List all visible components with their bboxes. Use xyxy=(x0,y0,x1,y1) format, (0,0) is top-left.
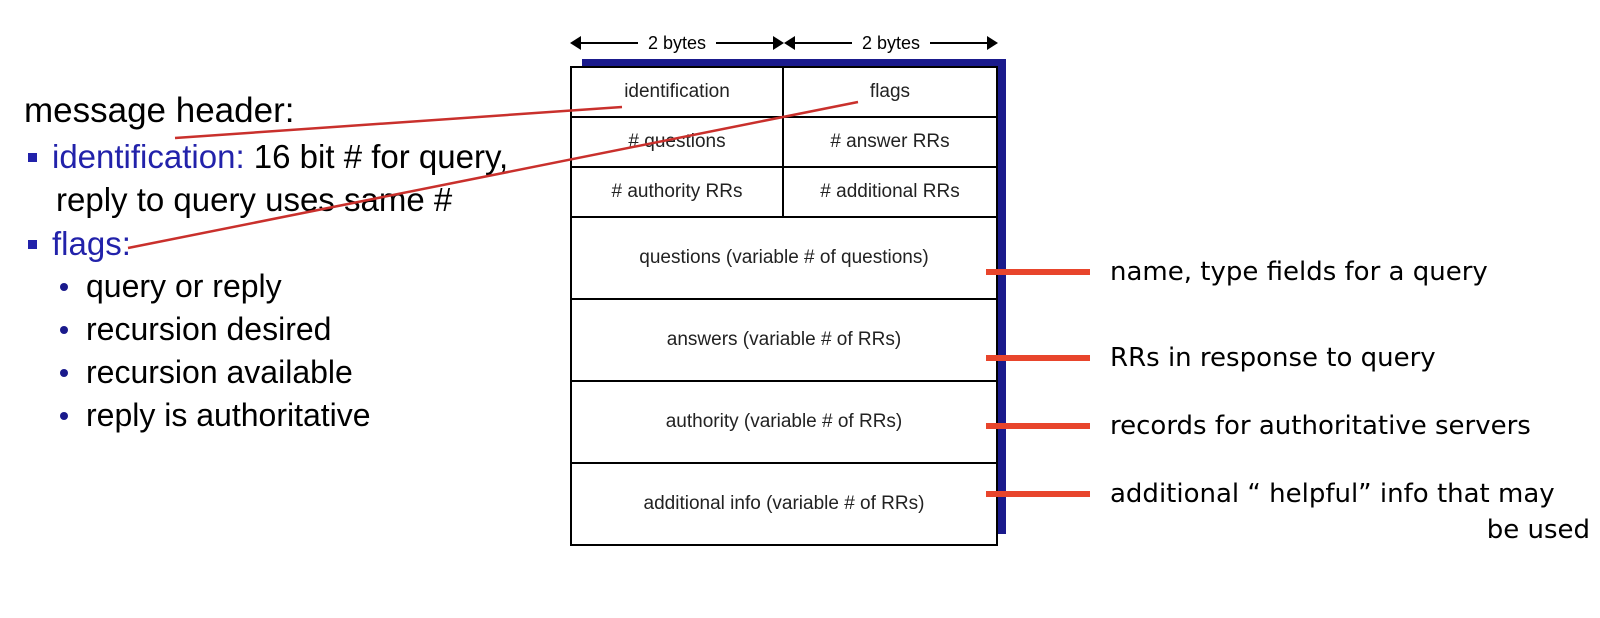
connector-line xyxy=(986,269,1090,275)
connector-line xyxy=(986,491,1090,497)
cell-num-questions: # questions xyxy=(572,118,784,166)
bullet-keyword: identification: xyxy=(52,138,245,175)
byte-scale-segment-left: 2 bytes xyxy=(570,28,784,58)
annotation-questions: name, type fields for a query xyxy=(986,254,1600,290)
connector-line xyxy=(986,423,1090,429)
sub-bullet-recursion-desired: recursion desired xyxy=(24,308,544,351)
sub-bullet-reply-is-authoritative: reply is authoritative xyxy=(24,394,544,437)
annotation-authority: records for authoritative servers xyxy=(986,408,1600,444)
sub-bullet-label: recursion available xyxy=(86,354,353,390)
cell-authority-section: authority (variable # of RRs) xyxy=(665,411,903,432)
round-bullet-icon xyxy=(60,412,68,420)
bullet-keyword: flags: xyxy=(52,225,131,262)
table-row-header-1: identification flags xyxy=(572,68,996,118)
table-row-header-2: # questions # answer RRs xyxy=(572,118,996,168)
bullet-flags: flags: xyxy=(24,222,544,265)
annotation-text: RRs in response to query xyxy=(1110,343,1436,373)
table-row-additional: additional info (variable # of RRs) xyxy=(572,464,996,544)
byte-scale-label: 2 bytes xyxy=(852,28,930,58)
annotation-text: additional “ helpful” info that may xyxy=(1110,479,1555,509)
cell-num-answer-rrs: # answer RRs xyxy=(830,131,950,152)
annotation-answers: RRs in response to query xyxy=(986,340,1600,376)
arrow-left-icon xyxy=(784,36,795,50)
bullet-text: 16 bit # for query, xyxy=(244,138,509,175)
arrow-right-icon xyxy=(987,36,998,50)
arrow-right-icon xyxy=(773,36,784,50)
table-shadow-right xyxy=(996,59,1006,534)
annotation-text: records for authoritative servers xyxy=(1110,411,1531,441)
sub-bullet-label: reply is authoritative xyxy=(86,397,371,433)
bullet-continuation: reply to query uses same # xyxy=(56,181,453,218)
byte-scale-label: 2 bytes xyxy=(638,28,716,58)
table-row-answers: answers (variable # of RRs) xyxy=(572,300,996,382)
round-bullet-icon xyxy=(60,326,68,334)
table-row-authority: authority (variable # of RRs) xyxy=(572,382,996,464)
square-bullet-icon xyxy=(28,153,37,162)
cell-answers-section: answers (variable # of RRs) xyxy=(666,329,902,350)
table-row-header-3: # authority RRs # additional RRs xyxy=(572,168,996,218)
page-title: message header: xyxy=(24,91,295,130)
annotation-additional-info: additional “ helpful” info that may be u… xyxy=(986,476,1600,548)
sub-bullet-recursion-available: recursion available xyxy=(24,351,544,394)
cell-identification: identification xyxy=(572,68,784,116)
table-shadow-top xyxy=(582,59,1006,69)
table-row-questions: questions (variable # of questions) xyxy=(572,218,996,300)
left-text-panel: message header: identification: 16 bit #… xyxy=(24,88,544,437)
annotation-text-line2: be used xyxy=(1486,515,1590,545)
round-bullet-icon xyxy=(60,369,68,377)
square-bullet-icon xyxy=(28,240,37,249)
round-bullet-icon xyxy=(60,283,68,291)
cell-flags: flags xyxy=(869,81,911,102)
cell-additional-info-section: additional info (variable # of RRs) xyxy=(643,493,925,514)
dns-message-table: identification flags # questions # answe… xyxy=(570,66,998,546)
connector-line xyxy=(986,355,1090,361)
annotation-text: name, type fields for a query xyxy=(1110,257,1488,287)
cell-questions-section: questions (variable # of questions) xyxy=(639,247,929,268)
byte-scale-ruler: 2 bytes 2 bytes xyxy=(570,28,998,58)
byte-scale-segment-right: 2 bytes xyxy=(784,28,998,58)
cell-num-additional-rrs: # additional RRs xyxy=(820,181,960,202)
sub-bullet-label: recursion desired xyxy=(86,311,332,347)
arrow-left-icon xyxy=(570,36,581,50)
cell-num-authority-rrs: # authority RRs xyxy=(572,168,784,216)
sub-bullet-label: query or reply xyxy=(86,268,282,304)
bullet-identification: identification: 16 bit # for query, repl… xyxy=(24,135,544,221)
sub-bullet-query-or-reply: query or reply xyxy=(24,265,544,308)
